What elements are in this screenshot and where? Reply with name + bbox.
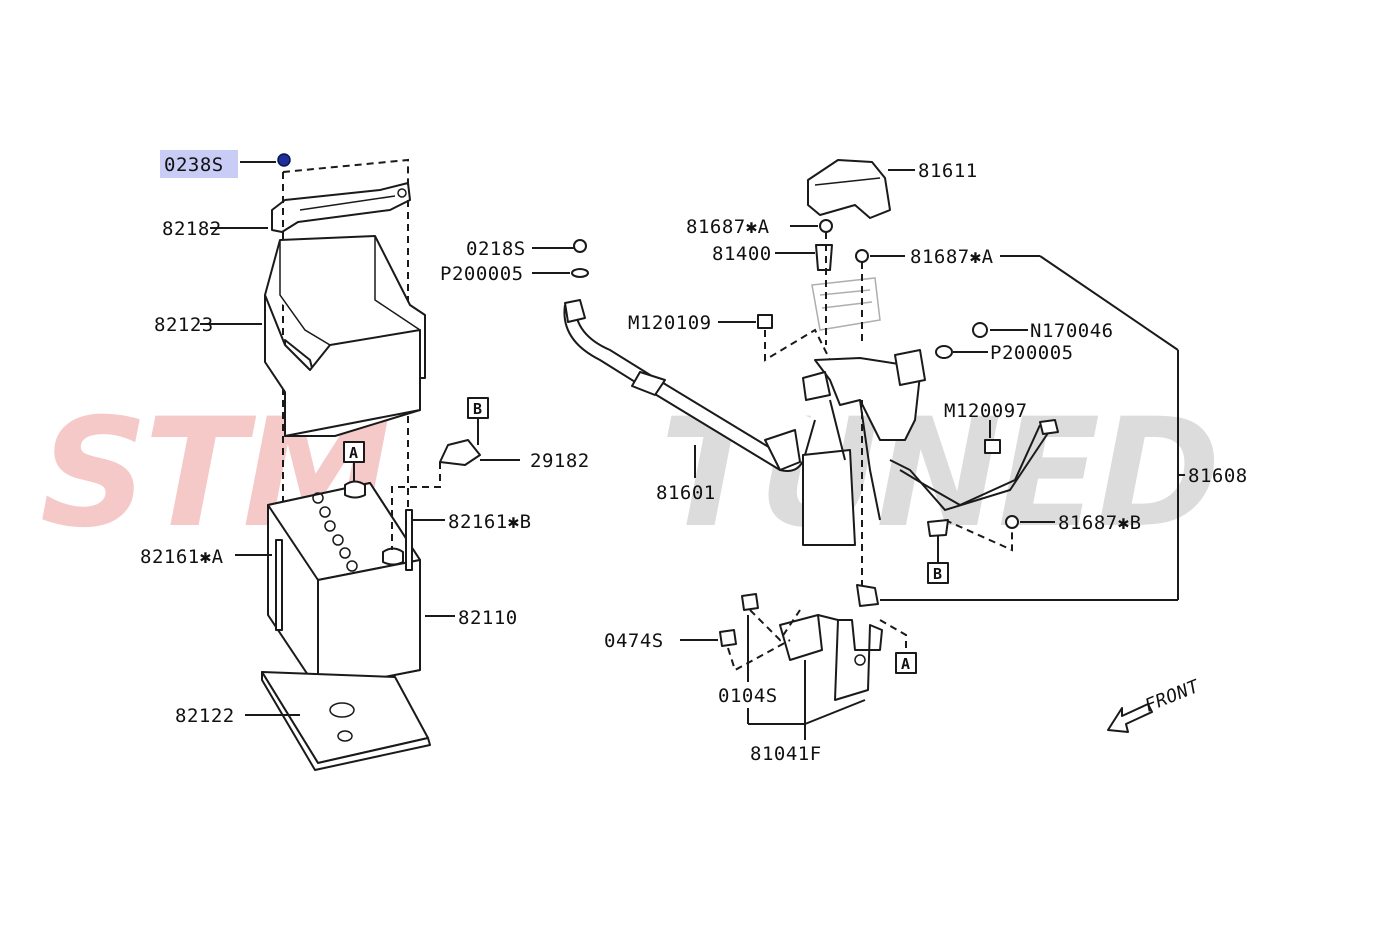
- label-81687a-2[interactable]: 81687✱A: [910, 246, 994, 268]
- washer-p200005-icon[interactable]: [571, 268, 589, 278]
- nut-0218s-icon[interactable]: [573, 239, 587, 253]
- wiring-harness[interactable]: [802, 349, 1059, 546]
- label-82122[interactable]: 82122: [175, 705, 235, 727]
- nut-0238s-icon[interactable]: [277, 153, 291, 167]
- bolt-0104s-icon[interactable]: [741, 593, 759, 611]
- label-82161a[interactable]: 82161✱A: [140, 546, 224, 568]
- positive-cable[interactable]: [563, 299, 816, 472]
- clip-harness-icon[interactable]: [856, 584, 879, 607]
- label-82182[interactable]: 82182: [162, 218, 222, 240]
- fuse-81400-icon[interactable]: [815, 244, 833, 271]
- label-81608[interactable]: 81608: [1188, 465, 1248, 487]
- highlight-0238s: [160, 150, 238, 178]
- label-81611[interactable]: 81611: [918, 160, 978, 182]
- clip-29182[interactable]: [439, 439, 481, 466]
- battery-bracket[interactable]: [779, 614, 883, 701]
- front-label: FRONT: [1142, 676, 1203, 717]
- label-82123[interactable]: 82123: [154, 314, 214, 336]
- marker-a2: A: [901, 655, 910, 673]
- marker-b1: B: [473, 400, 482, 418]
- label-0104s[interactable]: 0104S: [718, 685, 778, 707]
- label-82161b[interactable]: 82161✱B: [448, 511, 532, 533]
- nut-n170046-icon[interactable]: [972, 322, 988, 338]
- label-81400[interactable]: 81400: [712, 243, 772, 265]
- marker-a1: A: [349, 444, 358, 462]
- battery-tray[interactable]: [261, 671, 431, 771]
- front-arrow-icon: FRONT: [1107, 676, 1203, 733]
- bolt-m120097-icon[interactable]: [984, 439, 1001, 454]
- label-81601[interactable]: 81601: [656, 482, 716, 504]
- battery-cover[interactable]: [264, 235, 426, 437]
- label-n170046[interactable]: N170046: [1030, 320, 1114, 342]
- label-0218s[interactable]: 0218S: [466, 238, 526, 260]
- hold-down-bracket[interactable]: [271, 182, 411, 233]
- label-81687b[interactable]: 81687✱B: [1058, 512, 1142, 534]
- bolt-0474s-icon[interactable]: [719, 629, 737, 647]
- label-29182[interactable]: 29182: [530, 450, 590, 472]
- bolt-m120109-icon[interactable]: [757, 314, 773, 329]
- battery[interactable]: [267, 480, 421, 691]
- marker-b2: B: [933, 565, 942, 583]
- nut-81687a-1-icon[interactable]: [819, 219, 833, 233]
- label-81041f[interactable]: 81041F: [750, 743, 822, 765]
- label-82110[interactable]: 82110: [458, 607, 518, 629]
- fuse-block: [811, 277, 881, 331]
- label-p200005-b[interactable]: P200005: [990, 342, 1074, 364]
- nut-81687a-2-icon[interactable]: [855, 249, 869, 263]
- label-0238s[interactable]: 0238S: [164, 154, 224, 176]
- label-m120109[interactable]: M120109: [628, 312, 712, 334]
- nut-81687b-icon[interactable]: [1005, 515, 1019, 529]
- label-81687a-1[interactable]: 81687✱A: [686, 216, 770, 238]
- watermark: STM TUNED: [40, 387, 1221, 561]
- label-m120097[interactable]: M120097: [944, 400, 1028, 422]
- fuse-box-cover[interactable]: [807, 159, 891, 219]
- washer-p200005-b-icon[interactable]: [935, 345, 953, 359]
- label-0474s[interactable]: 0474S: [604, 630, 664, 652]
- label-p200005-a[interactable]: P200005: [440, 263, 524, 285]
